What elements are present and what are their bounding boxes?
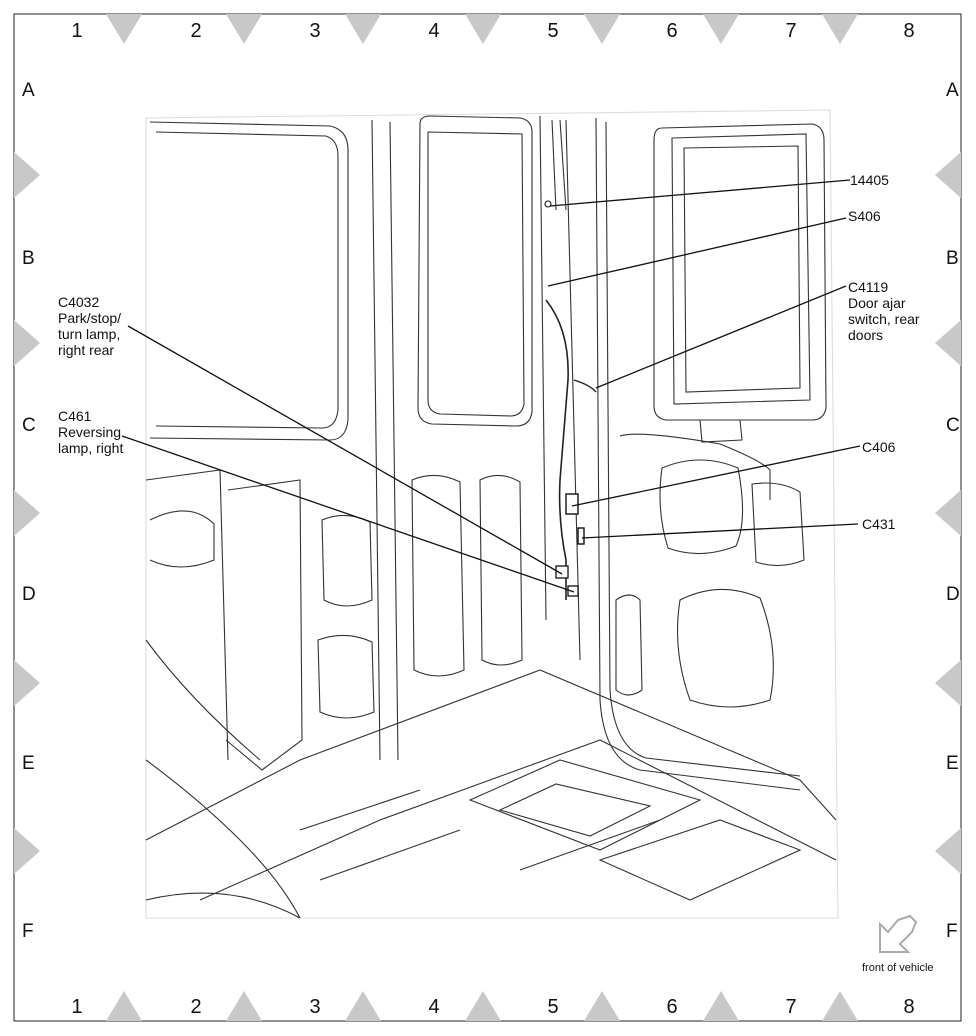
grid-col-top-5: 5 <box>547 20 559 42</box>
leader-c431 <box>581 523 859 539</box>
grid-row-right-d: D <box>946 584 960 605</box>
grid-col-top-2: 2 <box>190 20 202 42</box>
grid-row-left-e: E <box>22 753 35 774</box>
callout-c4032-line-3: turn lamp, <box>58 326 121 342</box>
callout-s406-line-1: S406 <box>848 208 881 224</box>
right-grid-markers <box>935 152 961 874</box>
grid-col-top-1: 1 <box>71 20 83 42</box>
grid-col-top-7: 7 <box>785 20 797 42</box>
callout-s406: S406 <box>848 208 881 224</box>
grid-col-bottom-3: 3 <box>309 996 321 1018</box>
van-interior-drawing <box>145 109 839 919</box>
callout-c461-line-1: C461 <box>58 408 92 424</box>
top-grid-markers <box>106 14 858 44</box>
callout-14405: 14405 <box>850 172 889 188</box>
callout-c4119-line-2: Door ajar <box>848 295 906 311</box>
callout-c431: C431 <box>862 516 895 532</box>
grid-row-left-c: C <box>22 415 36 436</box>
callout-c4119-line-1: C4119 <box>848 279 889 295</box>
leader-c4032 <box>127 325 563 575</box>
callout-c4032-line-2: Park/stop/ <box>58 310 122 326</box>
grid-col-top-4: 4 <box>428 20 440 42</box>
left-grid-markers <box>14 152 40 874</box>
callout-c4119-line-3: switch, rear <box>848 311 920 327</box>
grid-col-bottom-1: 1 <box>71 996 83 1018</box>
callout-c4119-line-4: doors <box>848 327 884 343</box>
grid-col-bottom-5: 5 <box>547 996 559 1018</box>
grid-row-right-c: C <box>946 415 960 436</box>
leader-c461 <box>121 435 575 593</box>
leader-c4119 <box>595 285 847 389</box>
callout-c4032-line-1: C4032 <box>58 294 100 310</box>
grid-col-bottom-4: 4 <box>428 996 440 1018</box>
grid-col-bottom-6: 6 <box>666 996 678 1018</box>
callout-14405-line-1: 14405 <box>850 172 889 188</box>
grid-row-right-e: E <box>946 753 959 774</box>
front-of-vehicle-arrow-icon <box>879 914 918 953</box>
grid-col-bottom-8: 8 <box>903 996 915 1018</box>
callout-c461-line-2: Reversing <box>58 424 122 440</box>
callout-c4032: C4032 Park/stop/ turn lamp, right rear <box>58 294 121 358</box>
leader-c406 <box>571 445 861 507</box>
grid-row-right-a: A <box>946 80 959 101</box>
callout-leader-lines <box>121 179 861 593</box>
callout-c461: C461 Reversing lamp, right <box>58 408 123 456</box>
front-of-vehicle-label: front of vehicle <box>862 962 934 974</box>
grid-row-left-d: D <box>22 584 36 605</box>
leader-s406 <box>547 217 847 287</box>
grid-col-top-3: 3 <box>309 20 321 42</box>
callout-c406-line-1: C406 <box>862 439 896 455</box>
grid-col-bottom-2: 2 <box>190 996 202 1018</box>
grid-row-right-f: F <box>946 921 958 942</box>
grid-row-right-b: B <box>946 248 959 269</box>
grid-col-top-6: 6 <box>666 20 678 42</box>
callout-c4032-line-4: right rear <box>58 342 115 358</box>
callout-c4119: C4119 Door ajar switch, rear doors <box>848 279 920 343</box>
grid-row-left-a: A <box>22 80 35 101</box>
grid-col-top-8: 8 <box>903 20 915 42</box>
grid-row-left-f: F <box>22 921 34 942</box>
callout-c406: C406 <box>862 439 895 455</box>
grid-row-left-b: B <box>22 248 35 269</box>
bottom-grid-markers <box>106 991 858 1021</box>
leader-14405 <box>549 179 851 207</box>
grid-col-bottom-7: 7 <box>785 996 797 1018</box>
callout-c461-line-3: lamp, right <box>58 440 124 456</box>
callout-c431-line-1: C431 <box>862 516 896 532</box>
